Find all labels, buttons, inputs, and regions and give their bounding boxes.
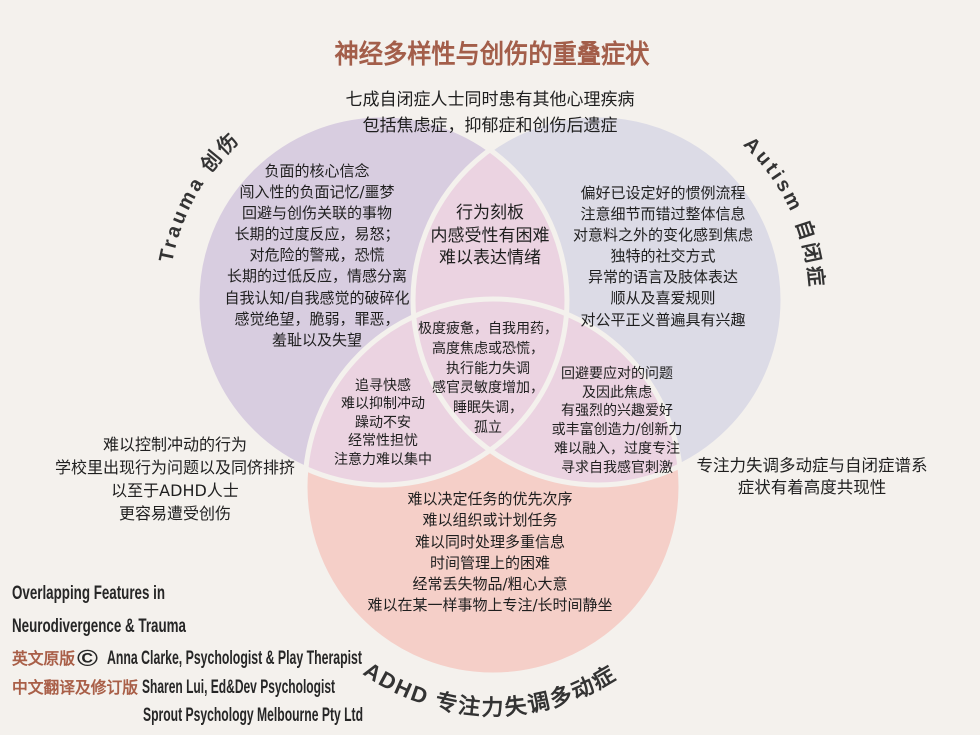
adhd-feature: 时间管理上的困难 [429, 553, 550, 572]
trauma-adhd-overlap [305, 299, 567, 485]
trauma-feature: 羞耻以及失望 [271, 330, 362, 349]
trauma-adhd-feature: 难以抑制冲动 [341, 396, 425, 413]
trauma-feature: 感觉绝望，脆弱，罪恶， [234, 309, 400, 328]
trauma-adhd-feature: 躁动不安 [355, 414, 411, 431]
subtitle-line: 包括焦虑症，抑郁症和创伤后遗症 [362, 115, 618, 136]
trauma-features: 负面的核心信念 闯入性的负面记忆/噩梦 回避与创伤关联的事物 长期的过度反应，易… [224, 161, 409, 351]
note-line: 以至于ADHD人士 [111, 481, 239, 500]
autism-feature: 对公平正义普遍具有兴趣 [580, 310, 746, 329]
translation-label: 中文翻译及修订版 [12, 678, 138, 697]
autism-adhd-feature: 难以融入，过度专注 [554, 440, 680, 457]
trauma-adhd-feature: 追寻快感 [355, 378, 411, 394]
trauma-adhd-feature: 注意力难以集中 [334, 451, 432, 468]
adhd-feature: 难以决定任务的优先次序 [407, 490, 573, 508]
trauma-autism-features: 行为刻板 内感受性有困难 难以表达情绪 [431, 202, 550, 270]
adhd-autism-note: 专注力失调多动症与自闭症谱系 症状有着高度共现性 [697, 455, 928, 499]
note-line: 难以控制冲动的行为 [102, 435, 248, 454]
trauma-feature: 长期的过度反应，易怒； [234, 225, 400, 244]
note-line: 更容易遭受创伤 [118, 504, 232, 523]
trauma-feature: 负面的核心信念 [264, 162, 370, 180]
trauma-autism-feature: 内感受性有困难 [430, 225, 550, 246]
trauma-autism-feature: 难以表达情绪 [439, 248, 541, 268]
trauma-feature: 回避与创伤关联的事物 [241, 204, 392, 223]
region-dividers [194, 112, 786, 678]
original-author: Anna Clarke, Psychologist & Play Therapi… [107, 648, 362, 669]
adhd-feature: 经常丢失物品/粗心大意 [412, 575, 568, 594]
autism-feature: 注意细节而错过整体信息 [580, 205, 746, 224]
adhd-trauma-note: 难以控制冲动的行为 学校里出现行为问题以及同侪排挤 以至于ADHD人士 更容易遭… [55, 433, 295, 525]
subtitle-line: 七成自闭症人士同时患有其他心理疾病 [345, 90, 635, 110]
adhd-feature: 难以组织或计划任务 [422, 511, 558, 530]
copyright-icon: © [77, 645, 98, 671]
shared-feature: 孤立 [474, 419, 502, 436]
shared-feature: 执行能力失调 [446, 360, 530, 377]
trauma-adhd-feature: 经常性担忧 [348, 433, 418, 450]
shared-feature: 感官灵敏度增加， [432, 380, 544, 397]
autism-features: 偏好已设定好的惯例流程 注意细节而错过整体信息 对意料之外的变化感到焦虑 独特的… [573, 183, 753, 331]
shared-feature: 极度疲惫，自我用药， [418, 321, 558, 337]
trauma-feature: 长期的过低反应，情感分离 [226, 267, 407, 286]
trauma-autism-feature: 行为刻板 [456, 203, 524, 223]
subtitle: 七成自闭症人士同时患有其他心理疾病 包括焦虑症，抑郁症和创伤后遗症 [346, 88, 635, 139]
note-line: 症状有着高度共现性 [737, 478, 887, 497]
note-line: 专注力失调多动症与自闭症谱系 [696, 456, 928, 475]
autism-feature: 对意料之外的变化感到焦虑 [572, 226, 754, 245]
original-version-label: 英文原版 [11, 649, 75, 668]
note-line: 学校里出现行为问题以及同侪排挤 [54, 458, 296, 477]
autism-adhd-feature: 及因此焦虑 [582, 384, 652, 401]
autism-adhd-overlap [413, 299, 681, 485]
credits: Overlapping Features in Neurodivergence … [11, 583, 363, 726]
trauma-feature: 闯入性的负面记忆/噩梦 [239, 183, 395, 202]
trauma-adhd-features: 追寻快感 难以抑制冲动 躁动不安 经常性担忧 注意力难以集中 [334, 377, 432, 469]
adhd-feature: 难以同时处理多重信息 [414, 532, 565, 551]
autism-adhd-feature: 或丰富创造力/创新力 [551, 422, 683, 439]
shared-feature: 睡眠失调， [453, 400, 523, 417]
trauma-feature: 自我认知/自我感觉的破碎化 [224, 288, 410, 307]
autism-adhd-features: 回避要应对的问题 及因此焦虑 有强烈的兴趣爱好 或丰富创造力/创新力 难以融入，… [552, 365, 683, 477]
autism-feature: 顺从及喜爱规则 [610, 289, 716, 308]
autism-feature: 独特的社交方式 [610, 247, 716, 266]
adhd-feature: 难以在某一样事物上专注/长时间静坐 [367, 596, 613, 615]
translator: Sharen Lui, Ed&Dev Psychologist [142, 677, 335, 698]
shared-feature: 高度焦虑或恐慌， [432, 340, 544, 357]
shared-features: 极度疲惫，自我用药， 高度焦虑或恐慌， 执行能力失调 感官灵敏度增加， 睡眠失调… [418, 320, 558, 439]
autism-adhd-feature: 有强烈的兴趣爱好 [561, 403, 673, 420]
autism-feature: 偏好已设定好的惯例流程 [580, 184, 746, 202]
autism-adhd-feature: 回避要应对的问题 [561, 366, 673, 382]
autism-feature: 异常的语言及肢体表达 [587, 268, 739, 287]
autism-adhd-feature: 寻求自我感官刺激 [561, 459, 673, 476]
credits-heading-line-1: Overlapping Features in [12, 583, 165, 604]
page-title: 神经多样性与创伤的重叠症状 [335, 39, 651, 70]
organization: Sprout Psychology Melbourne Pty Ltd [143, 705, 363, 726]
credits-heading-line-2: Neurodivergence & Trauma [12, 616, 186, 637]
trauma-feature: 对危险的警戒，恐慌 [249, 246, 385, 265]
adhd-features: 难以决定任务的优先次序 难以组织或计划任务 难以同时处理多重信息 时间管理上的困… [367, 489, 612, 617]
